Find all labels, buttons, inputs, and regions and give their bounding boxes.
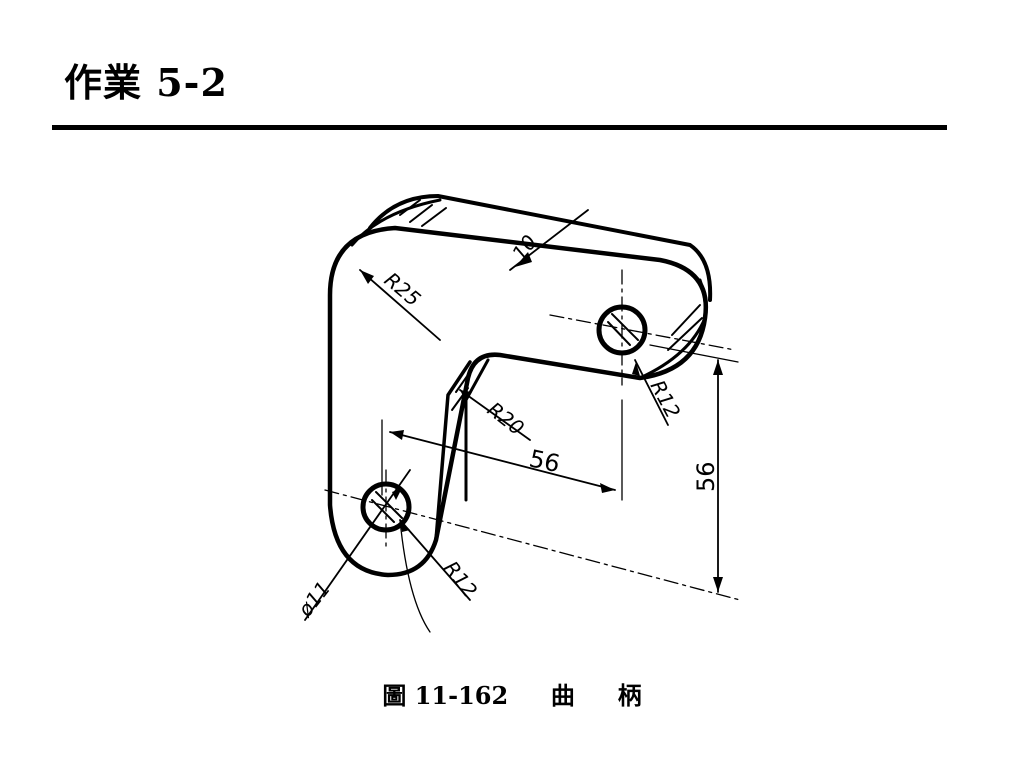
figure-caption: 圖 11-162 曲 柄 xyxy=(0,676,1024,711)
dim-vertical-56: 56 xyxy=(692,461,720,492)
arrowheads xyxy=(360,252,723,592)
thickness-hatching xyxy=(399,199,703,411)
dimension-lines xyxy=(304,209,719,621)
caption-word-2: 柄 xyxy=(617,681,642,710)
dim-outer-radius: R25 xyxy=(380,267,426,311)
center-lines xyxy=(324,269,741,601)
extension-lines xyxy=(381,344,739,501)
dim-thickness-10: 10 xyxy=(507,230,542,265)
crank-outline xyxy=(327,225,709,578)
inner-step-edge xyxy=(434,360,472,542)
leader-curve xyxy=(399,519,431,633)
slide-title: 作業 5-2 xyxy=(64,60,228,105)
left-thickness-edge xyxy=(350,198,442,247)
right-thickness-edge xyxy=(698,278,707,320)
dim-hole-diameter: ø11 xyxy=(292,577,335,622)
dim-horizontal-56: 56 xyxy=(527,444,563,478)
caption-number: 圖 11-162 xyxy=(382,681,509,710)
title-rule xyxy=(52,125,947,130)
dim-end-radius-top: R12 xyxy=(646,376,686,422)
hole-hatching xyxy=(371,313,639,523)
caption-word-1: 曲 xyxy=(550,681,575,710)
top-back-edge xyxy=(368,194,713,302)
dim-end-radius-bottom: R12 xyxy=(439,556,482,602)
